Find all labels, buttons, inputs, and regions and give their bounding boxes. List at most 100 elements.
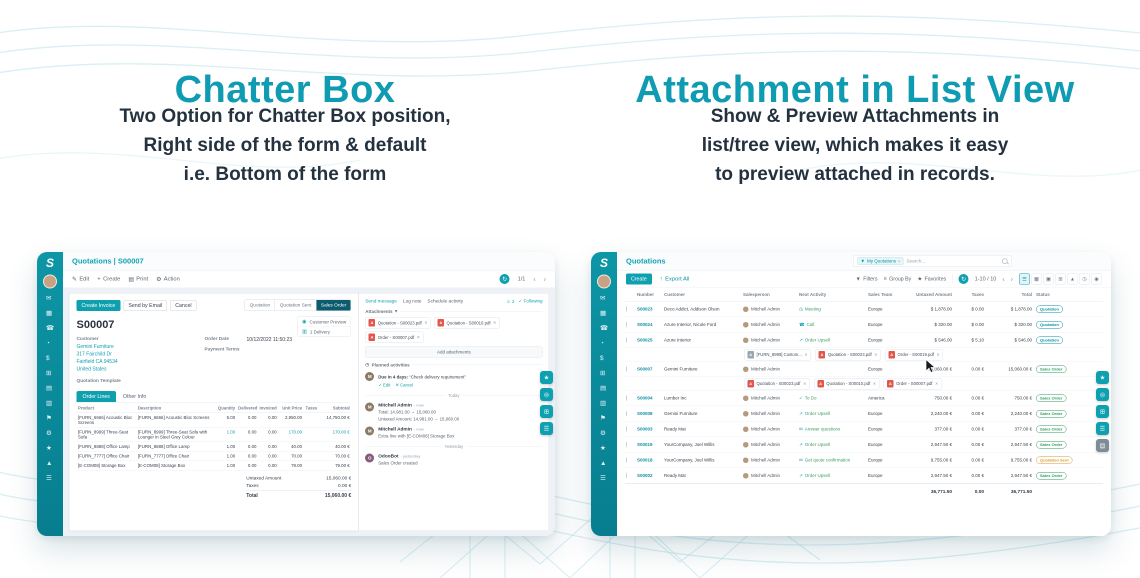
remove-attachment-icon[interactable]: ✕: [416, 335, 420, 340]
cell-next-activity[interactable]: ↗Order Upsell: [799, 441, 831, 447]
accounting-icon[interactable]: ▤: [599, 384, 607, 392]
breadcrumb[interactable]: Quotations: [626, 256, 666, 266]
dashboard-icon[interactable]: ⊞: [45, 369, 52, 377]
activity-view-icon[interactable]: ◷: [1079, 273, 1090, 285]
search-input[interactable]: Search...: [906, 258, 926, 264]
star-icon[interactable]: ★: [540, 371, 553, 384]
activity-edit-link[interactable]: ✓ Edit: [378, 382, 391, 388]
order-line-row[interactable]: [FURN_6666] Acoustic Bloc Screens[FURN_6…: [76, 412, 352, 428]
order-line-row[interactable]: [FURN_8888] Office Lamp[FURN_8888] Offic…: [76, 441, 352, 452]
cell-next-activity[interactable]: ✉Get quote confirmation: [799, 457, 851, 463]
employees-icon[interactable]: ★: [45, 444, 52, 452]
user-avatar[interactable]: [597, 274, 611, 289]
customer-name[interactable]: Gemini Furniture: [76, 344, 114, 350]
order-line-row[interactable]: [FURN_7777] Office Chair[FURN_7777] Offi…: [76, 451, 352, 461]
order-date-value[interactable]: 10/12/2022 11:50:23: [246, 337, 293, 343]
contacts-icon[interactable]: ☎: [45, 324, 55, 332]
pager-previous[interactable]: ‹: [1002, 275, 1005, 283]
graph-view-icon[interactable]: ▲: [1067, 273, 1078, 285]
checkbox-icon[interactable]: [626, 366, 627, 372]
column-header-salesperson[interactable]: Salesperson: [743, 292, 770, 297]
print-menu[interactable]: ▤Print: [128, 276, 149, 283]
column-header-status[interactable]: Status: [1036, 292, 1050, 297]
manufacturing-icon[interactable]: ⚙: [599, 429, 606, 437]
app-logo[interactable]: S: [599, 256, 608, 270]
row-select[interactable]: [626, 337, 637, 343]
row-select[interactable]: [626, 395, 637, 401]
remove-attachment-icon[interactable]: ✕: [804, 352, 808, 357]
row-select[interactable]: [626, 410, 637, 417]
row-select[interactable]: [626, 366, 637, 372]
discuss-icon[interactable]: ✉: [599, 294, 606, 302]
inventory-icon[interactable]: ▥: [599, 399, 607, 407]
cell-next-activity[interactable]: ☎Call: [799, 321, 815, 327]
cell-next-activity[interactable]: ↗Order Upsell: [799, 410, 831, 416]
pager-previous[interactable]: ‹: [533, 275, 536, 283]
cell-next-activity[interactable]: ✓To Do: [799, 395, 817, 401]
send-by-email-button[interactable]: Send by Email: [123, 299, 168, 311]
pager-next[interactable]: ›: [1010, 275, 1013, 283]
row-select[interactable]: [626, 426, 637, 432]
reporting-icon[interactable]: ▲: [599, 459, 607, 467]
refresh-button[interactable]: ↻: [499, 274, 510, 284]
remove-attachment-icon[interactable]: ✕: [934, 381, 939, 386]
discuss-icon[interactable]: ✉: [45, 294, 52, 302]
column-header-subtotal[interactable]: Subtotal: [318, 403, 352, 413]
remove-attachment-icon[interactable]: ✕: [424, 320, 428, 326]
group-by-menu[interactable]: ≡Group By: [883, 276, 912, 282]
app-logo[interactable]: S: [45, 256, 54, 270]
star-icon[interactable]: ★: [1096, 371, 1109, 384]
column-header-delivered[interactable]: Delivered: [236, 403, 258, 413]
cell-next-activity[interactable]: ↗Order Upsell: [799, 472, 831, 478]
dashboard-icon[interactable]: ⊞: [599, 369, 606, 377]
remove-attachment-icon[interactable]: ✕: [802, 381, 807, 386]
remove-attachment-icon[interactable]: ✕: [874, 352, 878, 357]
column-header-quantity[interactable]: Quantity: [216, 403, 237, 413]
sales-icon[interactable]: $: [45, 354, 50, 362]
create-button[interactable]: +Create: [97, 276, 121, 282]
reports-icon[interactable]: ▤: [1096, 439, 1109, 452]
pivot-view-icon[interactable]: ⊞: [1055, 273, 1066, 285]
column-header-invoiced[interactable]: Invoiced: [257, 403, 279, 413]
settings-icon[interactable]: ☰: [599, 474, 606, 482]
menu-icon[interactable]: ☰: [540, 422, 553, 435]
log-note-button[interactable]: Log note: [402, 298, 422, 305]
checkbox-icon[interactable]: [626, 395, 627, 401]
manufacturing-icon[interactable]: ⚙: [45, 429, 52, 437]
cell-next-activity[interactable]: ◷Meeting: [799, 306, 821, 312]
following-toggle[interactable]: ✓ Following: [518, 298, 543, 304]
cell-next-activity[interactable]: ↗Order Upsell: [799, 337, 831, 343]
send-message-button[interactable]: Send message: [365, 298, 397, 305]
employees-icon[interactable]: ★: [599, 444, 606, 452]
checkbox-icon[interactable]: [626, 426, 627, 432]
column-header-next-activity[interactable]: Next Activity: [799, 292, 827, 297]
column-header-customer[interactable]: Customer: [664, 292, 686, 297]
column-header-taxes[interactable]: Taxes: [303, 403, 319, 413]
export-all-button[interactable]: ↑Export All: [659, 276, 690, 282]
cancel-button[interactable]: Cancel: [170, 299, 197, 311]
menu-icon[interactable]: ☰: [1096, 422, 1109, 435]
reporting-icon[interactable]: ▲: [45, 459, 53, 467]
status-pill-quotation[interactable]: Quotation: [245, 300, 275, 311]
status-pill-quotation-sent[interactable]: Quotation Sent: [274, 300, 316, 311]
search-bar[interactable]: ▼My Quotations× Search...: [853, 255, 1012, 267]
chevron-down-icon[interactable]: ▾: [395, 308, 398, 314]
apps-icon[interactable]: ⊞: [540, 405, 553, 418]
column-header-sales-team[interactable]: Sales Team: [868, 292, 893, 297]
remove-attachment-icon[interactable]: ✕: [936, 352, 940, 357]
customer-field[interactable]: Customer Gemini Furniture 317 Fairchild …: [77, 336, 177, 385]
activity-item[interactable]: M Due in 4 days: “Check delivery require…: [365, 372, 542, 388]
